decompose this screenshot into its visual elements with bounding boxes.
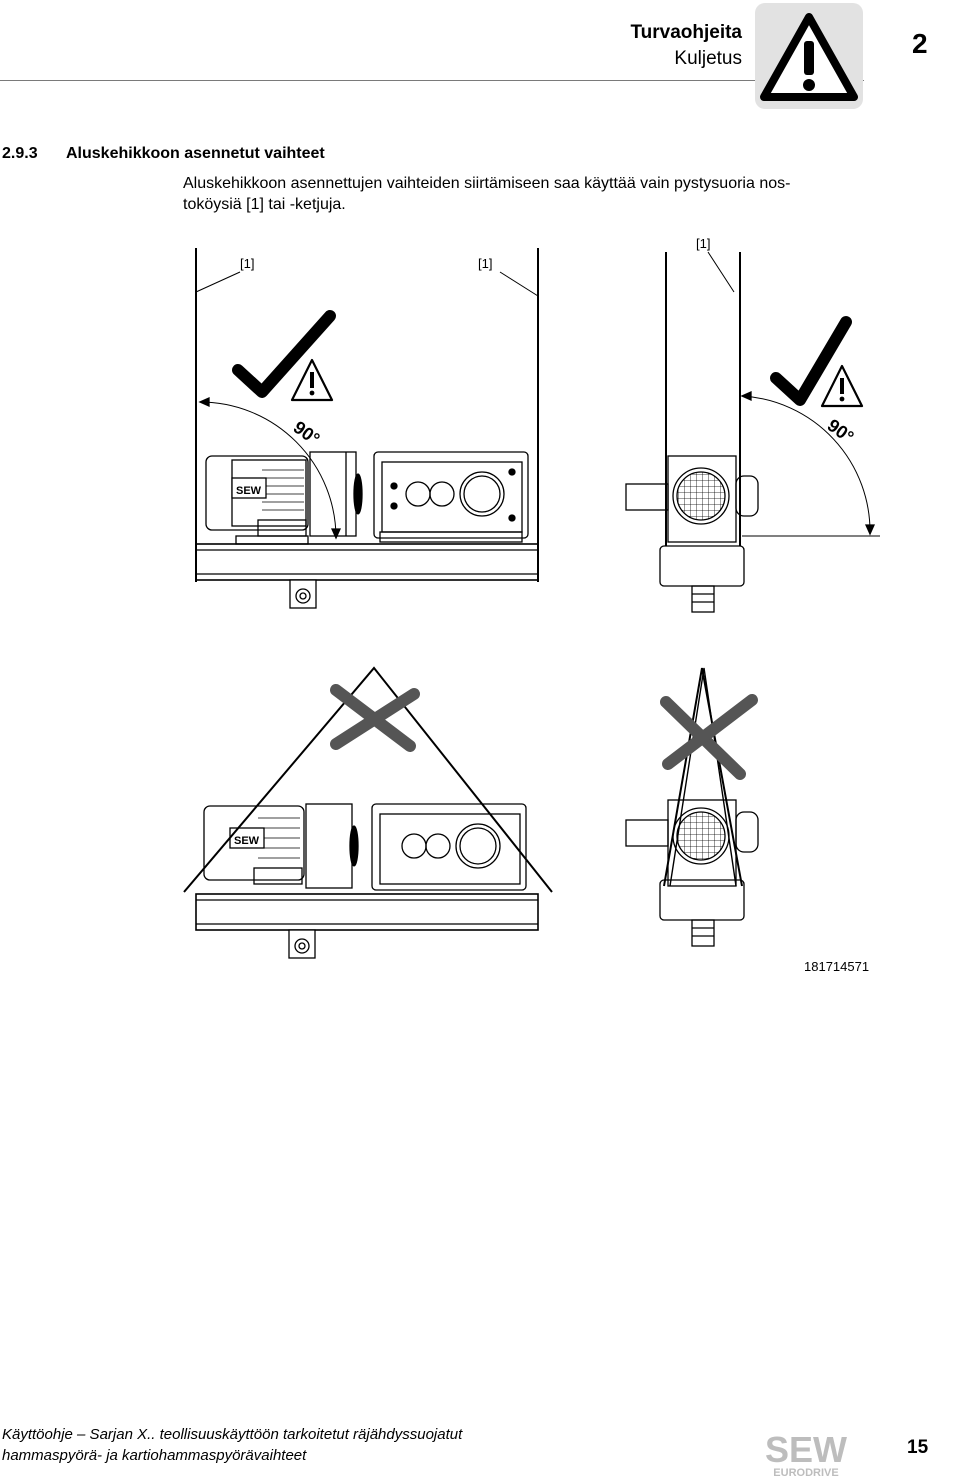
header-subtitle: Kuljetus [674,48,742,69]
chapter-number: 2 [912,28,928,59]
callout-left-b: [1] [478,256,492,271]
footer-line-2: hammaspyörä- ja kartiohammaspyörävaihtee… [2,1447,307,1464]
sew-eurodrive-logo: SEW EURODRIVE [765,1430,847,1478]
section-title: Aluskehikkoon asennetut vaihteet [66,145,325,162]
logo-main-text: SEW [765,1430,847,1470]
motor-brand-upper: SEW [236,485,262,497]
lifting-figure: [1] [1] [1] 90° 90° SEW SEW [183,236,880,959]
section-body: Aluskehikkoon asennettujen vaihteiden si… [183,173,883,215]
motor-brand-lower: SEW [234,835,260,847]
figure-id: 181714571 [804,959,870,974]
chapter-tab [864,0,960,82]
correct-lift-end-view [625,251,880,613]
warning-triangle-icon [755,3,863,109]
wrong-lift-end-view [625,667,759,947]
page-number: 15 [907,1437,929,1458]
footer-line-1: Käyttöohje – Sarjan X.. teollisuuskäyttö… [2,1426,463,1443]
logo-sub-text: EURODRIVE [773,1467,838,1478]
callout-right: [1] [696,236,710,251]
body-line-1: Aluskehikkoon asennettujen vaihteiden si… [183,175,791,192]
angle-label-right: 90° [824,415,858,447]
callout-left-a: [1] [240,256,254,271]
wrong-lift-side-view [183,666,553,959]
correct-lift-side-view [195,248,539,609]
section-number: 2.9.3 [2,145,38,162]
body-line-2: toköysiä [1] tai -ketjuja. [183,196,346,213]
header-title: Turvaohjeita [630,22,742,43]
header-divider [0,80,960,81]
angle-label-left: 90° [290,417,324,449]
